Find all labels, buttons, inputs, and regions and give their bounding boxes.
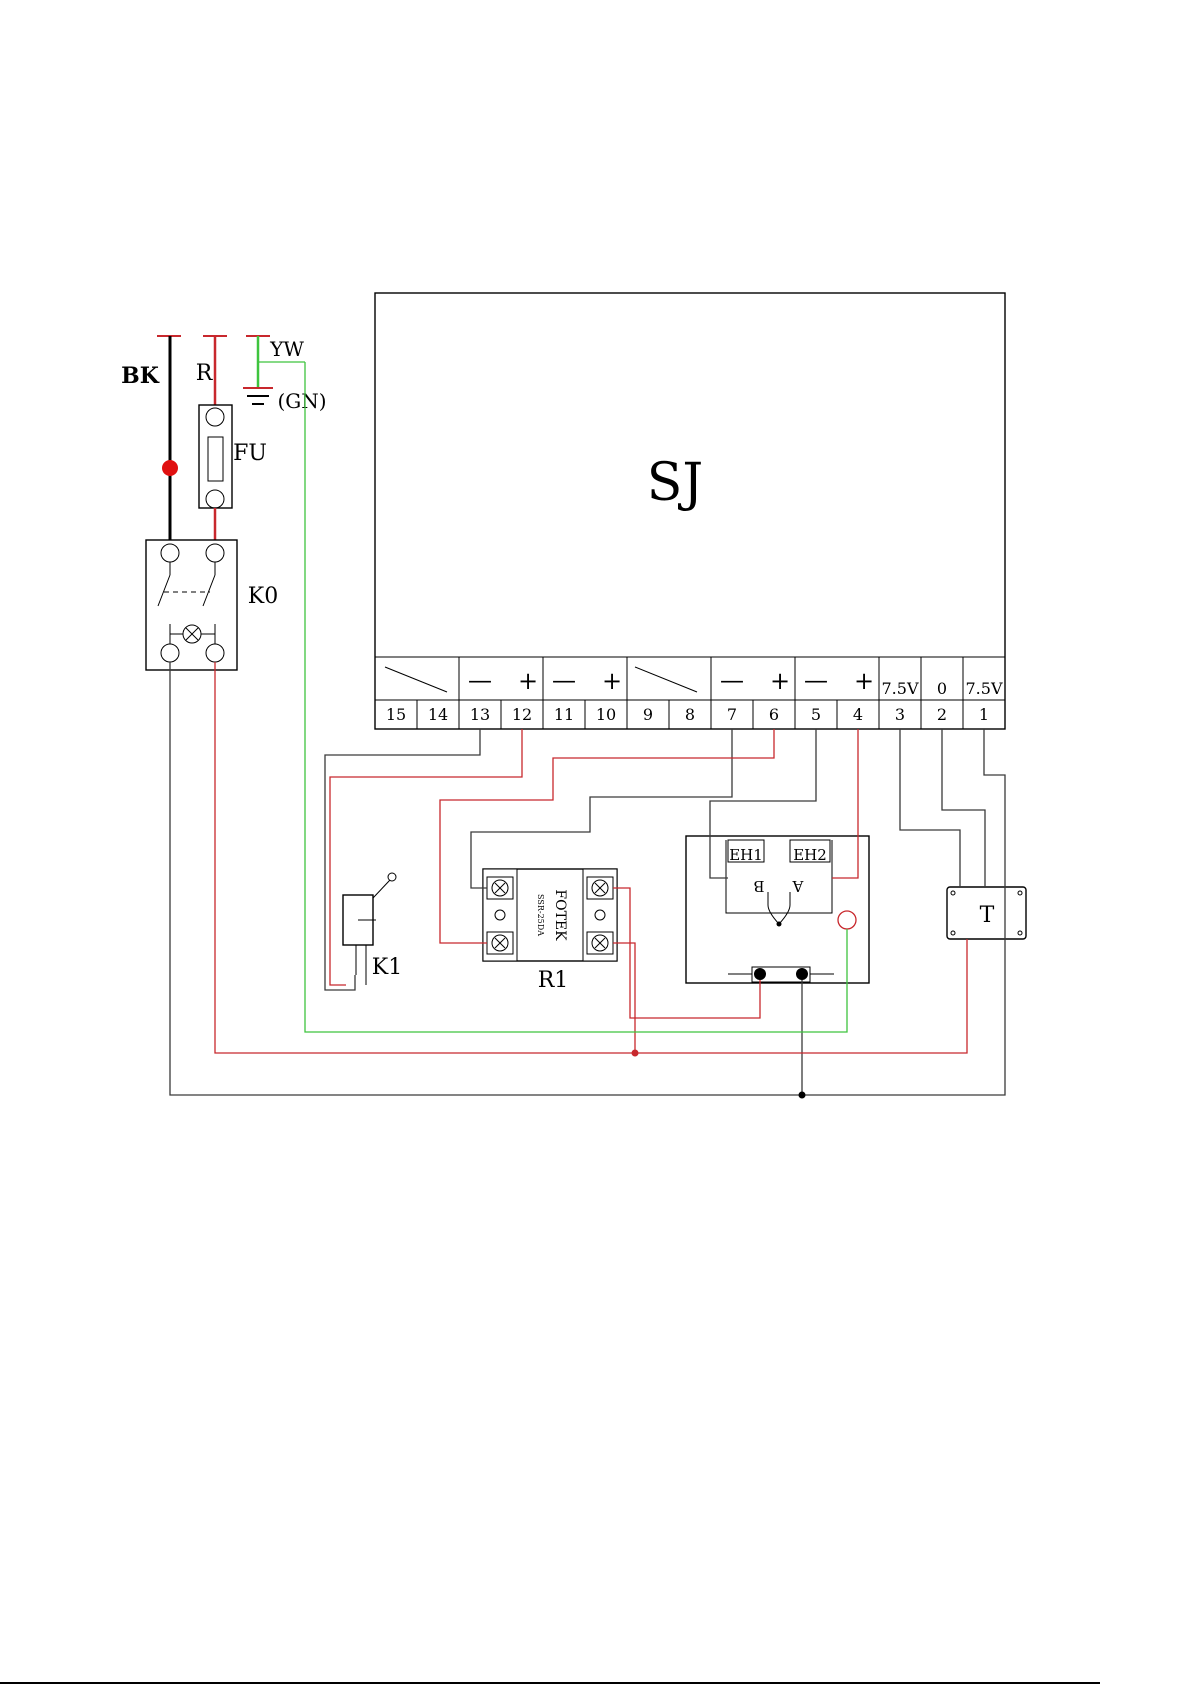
earth-bottom-label: (GN) [277, 389, 326, 413]
heater-eh1-label: EH1 [729, 846, 763, 864]
terminal-voltage-1: 7.5V [966, 679, 1003, 698]
thermocouple-b-label: B [753, 877, 764, 895]
heater-eh2-label: EH2 [793, 846, 827, 864]
terminal-sign-11: — [552, 666, 576, 694]
switch-label: K0 [248, 584, 278, 609]
ground-icon [243, 388, 273, 404]
terminal-number-8: 8 [685, 705, 695, 724]
main-switch: K0 [146, 540, 278, 670]
junction-dot-icon [632, 1050, 639, 1057]
terminal-sign-12: + [518, 667, 538, 695]
main-controller-box: SJ [375, 293, 1005, 729]
terminal-sign-6: + [770, 667, 790, 695]
connection-dot-icon [162, 460, 178, 476]
earth-top-label: YW [269, 337, 304, 361]
heater-assembly: EH1 EH2 B A [686, 836, 869, 983]
terminal-number-10: 10 [596, 705, 616, 724]
fuse-label: FU [233, 441, 267, 466]
terminal-sign-4: + [854, 667, 874, 695]
line-red-label: R [196, 361, 214, 386]
terminal-sign-10: + [602, 667, 622, 695]
junction-dot-icon [799, 1092, 806, 1099]
terminal-number-5: 5 [811, 705, 821, 724]
line-black-label: BK [121, 363, 160, 389]
solid-state-relay: FOTEK SSR-25DA R1 [483, 869, 617, 993]
terminal-number-15: 15 [386, 705, 406, 724]
terminal-number-9: 9 [643, 705, 653, 724]
terminal-number-12: 12 [512, 705, 532, 724]
relay-model-text: SSR-25DA [536, 894, 545, 936]
terminal-sign-13: — [468, 666, 492, 694]
thermocouple-a-label: A [792, 877, 804, 895]
terminal-number-13: 13 [470, 705, 490, 724]
terminal-number-14: 14 [428, 705, 448, 724]
transformer: T [947, 887, 1026, 939]
transformer-label: T [980, 903, 995, 928]
terminal-number-1: 1 [979, 705, 989, 724]
terminal-number-row: 15 14 13 12 11 10 9 8 7 6 5 4 3 2 1 [386, 705, 989, 724]
micro-switch: K1 [343, 873, 402, 985]
terminal-number-4: 4 [853, 705, 863, 724]
main-box-label: SJ [647, 453, 703, 513]
terminal-number-7: 7 [727, 705, 737, 724]
micro-switch-label: K1 [372, 955, 402, 980]
terminal-number-11: 11 [554, 705, 574, 724]
relay-label: R1 [538, 968, 569, 993]
terminal-number-3: 3 [895, 705, 905, 724]
relay-brand-text: FOTEK [552, 889, 568, 941]
terminal-voltage-3: 7.5V [882, 679, 919, 698]
terminal-sign-5: — [804, 666, 828, 694]
terminal-sign-7: — [720, 666, 744, 694]
terminal-number-2: 2 [937, 705, 947, 724]
terminal-voltage-2: 0 [937, 679, 947, 698]
fuse: FU [199, 405, 267, 540]
terminal-number-6: 6 [769, 705, 779, 724]
